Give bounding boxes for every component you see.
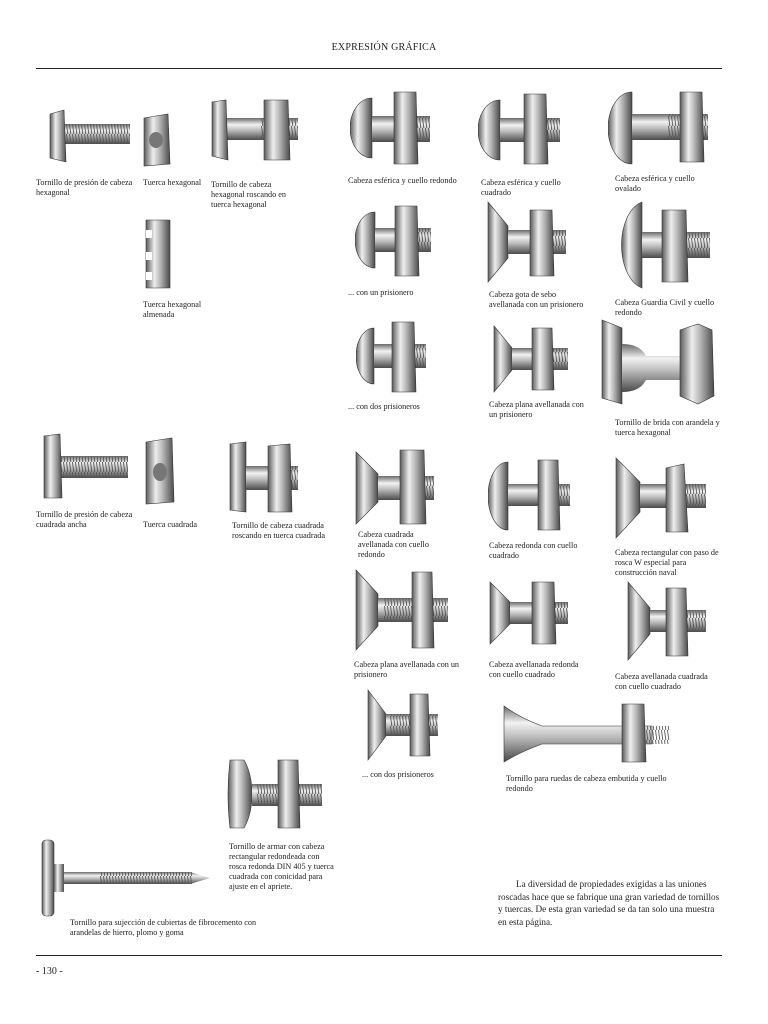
caption-castle-nut: Tuerca hexagonal almenada <box>143 300 202 319</box>
round-head-square-neck-image <box>488 456 572 534</box>
hex-head-bolt-image <box>48 104 134 170</box>
square-bolt-with-nut-image <box>228 440 302 516</box>
caption-one-pin: ... con un prisionero <box>348 288 414 297</box>
caption-assembly-bolt: Tornillo de armar con cabeza rectangular… <box>229 842 334 891</box>
wheel-bolt-image <box>502 700 674 766</box>
two-pins-bolt-2-image <box>366 686 442 764</box>
round-countersunk-square-neck-image <box>488 578 572 648</box>
square-countersunk-square-neck-image <box>626 578 710 664</box>
hex-bolt-with-nut-image <box>210 96 302 166</box>
caption-hex-nut: Tuerca hexagonal <box>143 178 202 187</box>
caption-raised-countersunk: Cabeza gota de sebo avellanada con un pr… <box>489 290 584 309</box>
square-nut-image <box>142 436 178 508</box>
caption-two-pins-2: ... con dos prisioneros <box>362 770 434 779</box>
rectangular-head-naval-image <box>614 454 710 542</box>
two-pins-bolt-image <box>356 318 430 396</box>
caption-square-bolt-with-nut: Tornillo de cabeza cuadrada roscando en … <box>232 521 325 540</box>
page-header: EXPRESIÓN GRÁFICA <box>331 42 437 53</box>
header-rule <box>36 68 722 69</box>
square-countersunk-round-neck-image <box>354 446 438 528</box>
caption-spherical-round-neck: Cabeza esférica y cuello redondo <box>348 176 457 185</box>
flat-countersunk-one-pin-image <box>492 322 572 396</box>
spherical-head-square-neck-image <box>478 90 564 168</box>
caption-square-head-bolt: Tornillo de presión de cabeza cuadrada a… <box>36 510 133 529</box>
intro-paragraph: La diversidad de propiedades exigidas a … <box>498 879 720 927</box>
caption-hex-bolt-with-nut: Tornillo de cabeza hexagonal roscando en… <box>211 180 287 209</box>
caption-hex-head-bolt: Tornillo de presión de cabeza hexagonal <box>36 178 133 197</box>
roofing-screw-image <box>40 836 212 920</box>
caption-round-countersunk: Cabeza avellanada redonda con cuello cua… <box>489 660 579 679</box>
caption-square-countersunk: Cabeza avellanada cuadrada con cuello cu… <box>615 672 708 691</box>
flat-countersunk-one-pin-2-image <box>354 566 450 654</box>
caption-square-nut: Tuerca cuadrada <box>143 520 198 529</box>
caption-roofing-screw: Tornillo para sujección de cubiertas de … <box>70 918 257 937</box>
caption-flat-countersunk: Cabeza plana avellanada con un prisioner… <box>489 400 584 419</box>
square-head-bolt-image <box>42 432 132 502</box>
caption-guardia-civil: Cabeza Guardia Civil y cuello redondo <box>615 298 715 317</box>
raised-countersunk-one-pin-image <box>486 196 570 288</box>
flange-bolt-image <box>600 318 720 410</box>
caption-flange-bolt: Tornillo de brida con arandela y tuerca … <box>615 418 720 437</box>
caption-spherical-oval-neck: Cabeza esférica y cuello ovalado <box>615 174 695 193</box>
caption-rectangular-naval: Cabeza rectangular con paso de rosca W e… <box>615 548 719 577</box>
hex-nut-image <box>140 112 172 168</box>
footer-rule <box>36 955 722 956</box>
assembly-bolt-image <box>224 754 324 834</box>
caption-round-head-square-neck: Cabeza redonda con cuello cuadrado <box>489 541 578 560</box>
caption-wheel-bolt: Tornillo para ruedas de cabeza embutida … <box>506 774 667 793</box>
one-pin-bolt-image <box>355 202 435 280</box>
spherical-head-oval-neck-image <box>608 86 712 168</box>
caption-spherical-square-neck: Cabeza esférica y cuello cuadrado <box>481 178 561 197</box>
castle-nut-image <box>142 216 174 292</box>
caption-flat-countersunk-2: Cabeza plana avellanada con un prisioner… <box>354 660 460 679</box>
guardia-civil-head-image <box>616 198 712 290</box>
caption-square-countersunk-round: Cabeza cuadrada avellanada con cuello re… <box>358 530 429 559</box>
caption-two-pins: ... con dos prisioneros <box>348 402 420 411</box>
page-number: - 130 - <box>36 966 63 977</box>
spherical-head-round-neck-image <box>350 88 434 168</box>
